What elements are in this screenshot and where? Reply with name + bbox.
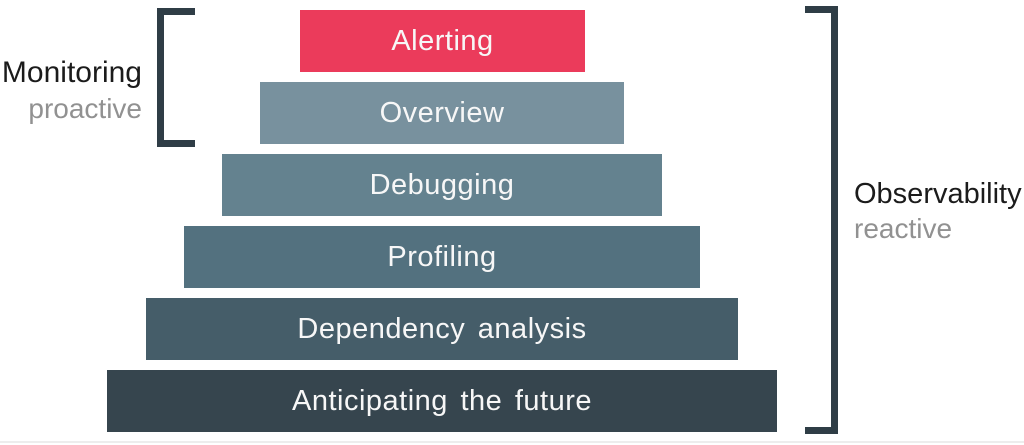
monitoring-heading: Monitoring xyxy=(1,56,142,89)
monitoring-bracket xyxy=(157,8,195,147)
monitoring-subheading: proactive xyxy=(28,92,142,124)
layer-alerting: Alerting xyxy=(300,10,585,72)
layer-label-anticipating-the-future: Anticipating the future xyxy=(291,384,592,417)
layer-label-debugging: Debugging xyxy=(369,168,515,201)
layer-debugging: Debugging xyxy=(222,154,662,216)
layer-label-dependency-analysis: Dependency analysis xyxy=(297,312,587,345)
monitoring-label-block: Monitoring proactive xyxy=(0,54,142,125)
observability-bracket xyxy=(805,6,838,434)
layer-dependency-analysis: Dependency analysis xyxy=(146,298,738,360)
observability-subheading: reactive xyxy=(854,213,953,245)
bottom-divider-line xyxy=(0,441,1024,443)
layer-overview: Overview xyxy=(260,82,624,144)
observability-label-block: Observability reactive xyxy=(854,176,1022,246)
layer-label-alerting: Alerting xyxy=(391,24,494,57)
layer-label-profiling: Profiling xyxy=(387,240,497,273)
layer-anticipating-the-future: Anticipating the future xyxy=(107,370,777,432)
layer-label-overview: Overview xyxy=(379,96,505,129)
observability-heading: Observability xyxy=(854,178,1022,210)
layer-profiling: Profiling xyxy=(184,226,700,288)
